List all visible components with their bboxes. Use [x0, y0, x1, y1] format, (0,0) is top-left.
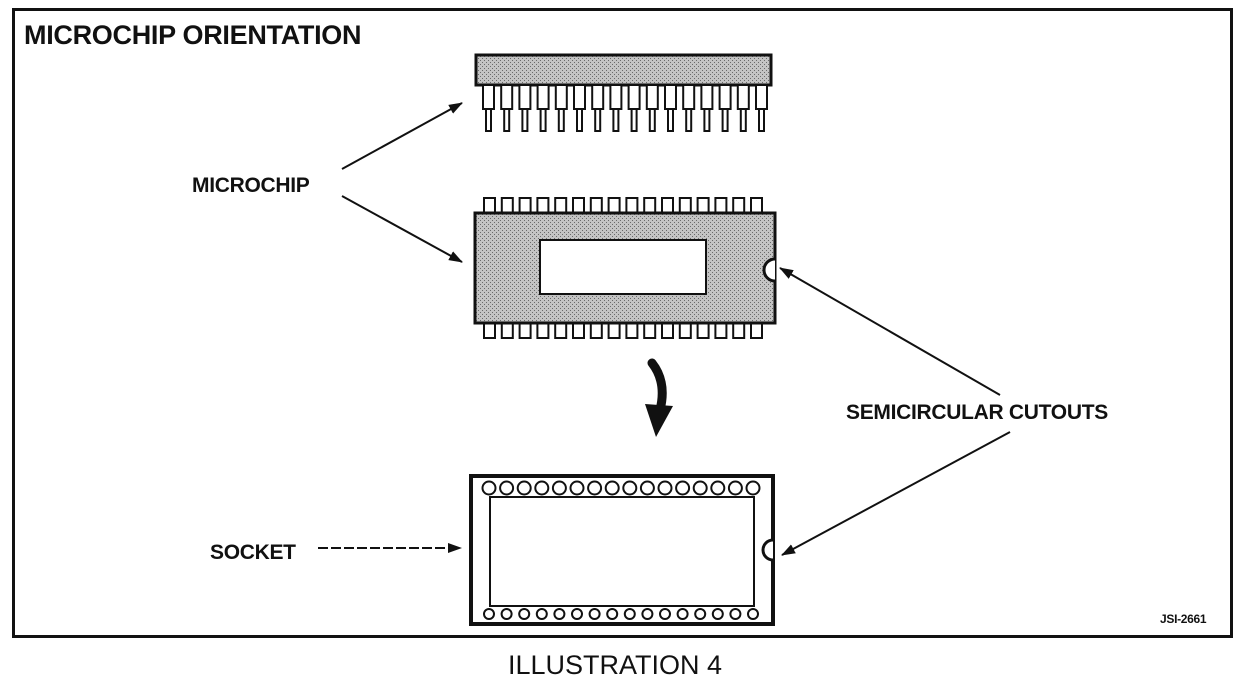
socket-hole — [675, 480, 691, 496]
chip-side-pin-tip — [703, 108, 711, 132]
chip-side-pin-tip — [721, 108, 729, 132]
socket-hole — [569, 480, 585, 496]
chip-side-pin-tip — [557, 108, 565, 132]
chip-side-body — [474, 53, 773, 87]
chip-side-pin-tip — [648, 108, 656, 132]
figure-code: JSI-2661 — [1160, 612, 1207, 626]
socket-hole — [623, 608, 636, 620]
semicircular-cutouts-label: SEMICIRCULAR CUTOUTS — [846, 401, 1108, 424]
socket-inner — [489, 496, 755, 607]
socket-hole — [518, 608, 531, 620]
chip-side-pin-tip — [667, 108, 674, 132]
socket-hole — [604, 480, 620, 496]
socket-hole — [641, 608, 654, 620]
chip-side-pin-tip — [521, 108, 529, 132]
chip-side-pin — [609, 84, 623, 110]
socket-hole — [692, 480, 708, 496]
socket-hole — [483, 608, 495, 620]
socket-hole — [745, 480, 761, 496]
chip-side-pin-tip — [503, 108, 511, 132]
socket-hole — [587, 480, 603, 496]
chip-side-pin — [554, 84, 568, 110]
microchip-top-view — [473, 197, 777, 339]
chip-side-pin — [755, 84, 768, 110]
microchip-side-view — [474, 53, 773, 132]
socket-hole — [659, 608, 671, 620]
arrow-microchip-to-top-view — [341, 195, 463, 263]
socket-label: SOCKET — [210, 541, 296, 564]
arrow-microchip-to-side-view — [341, 102, 463, 170]
chip-top-pins-lower — [483, 321, 763, 339]
socket-hole — [553, 608, 566, 620]
chip-side-pin-tip — [612, 108, 620, 132]
socket-hole — [500, 608, 513, 620]
socket-hole — [534, 480, 550, 496]
chip-side-pin — [718, 84, 732, 110]
socket-hole — [639, 480, 655, 496]
socket-holes-bottom — [483, 608, 759, 620]
chip-side-pin — [645, 84, 659, 110]
chip-side-pin — [518, 84, 532, 110]
diagram-title: MICROCHIP ORIENTATION — [24, 20, 362, 50]
chip-side-pins — [482, 84, 768, 132]
socket-view — [469, 474, 775, 626]
chip-side-pin — [736, 84, 750, 110]
chip-side-pin-tip — [576, 108, 583, 132]
socket-holes-top — [481, 480, 761, 496]
chip-side-pin-tip — [758, 108, 765, 132]
socket-hole — [551, 480, 567, 496]
chip-side-pin-tip — [594, 108, 602, 132]
socket-hole — [747, 608, 759, 620]
socket-semicircular-cutout — [761, 538, 774, 562]
chip-window — [539, 239, 707, 295]
microchip-label: MICROCHIP — [192, 174, 310, 197]
socket-hole — [710, 480, 726, 496]
socket-hole — [571, 608, 583, 620]
chip-side-pin — [700, 84, 714, 110]
socket-hole — [588, 608, 601, 620]
chip-semicircular-cutout — [762, 257, 776, 283]
insert-direction-arrow — [645, 358, 673, 437]
socket-hole — [516, 480, 532, 496]
chip-side-pin — [627, 84, 641, 110]
chip-side-pin — [682, 84, 696, 110]
chip-side-pin — [536, 84, 550, 110]
chip-side-pin-tip — [739, 108, 747, 132]
socket-hole — [657, 480, 673, 496]
chip-side-pin-tip — [685, 108, 693, 132]
arrow-cutouts-to-socket — [781, 431, 1011, 556]
socket-hole — [694, 608, 707, 620]
chip-side-pin-tip — [630, 108, 638, 132]
chip-side-pin — [482, 84, 495, 110]
chip-side-pin — [500, 84, 514, 110]
chip-side-pin-tip — [539, 108, 547, 132]
socket-hole — [711, 608, 724, 620]
diagram-frame — [12, 8, 1233, 638]
arrow-cutouts-to-chip — [779, 267, 1001, 396]
socket-hole — [622, 480, 638, 496]
socket-hole — [676, 608, 689, 620]
chip-side-pin-tip — [485, 108, 492, 132]
socket-hole — [606, 608, 619, 620]
socket-hole — [481, 480, 497, 496]
socket-hole — [499, 480, 515, 496]
socket-hole — [535, 608, 548, 620]
chip-side-pin — [573, 84, 586, 110]
socket-hole — [729, 608, 742, 620]
chip-side-pin — [664, 84, 677, 110]
socket-hole — [727, 480, 743, 496]
figure-caption: ILLUSTRATION 4 — [508, 650, 723, 680]
chip-side-pin — [591, 84, 605, 110]
